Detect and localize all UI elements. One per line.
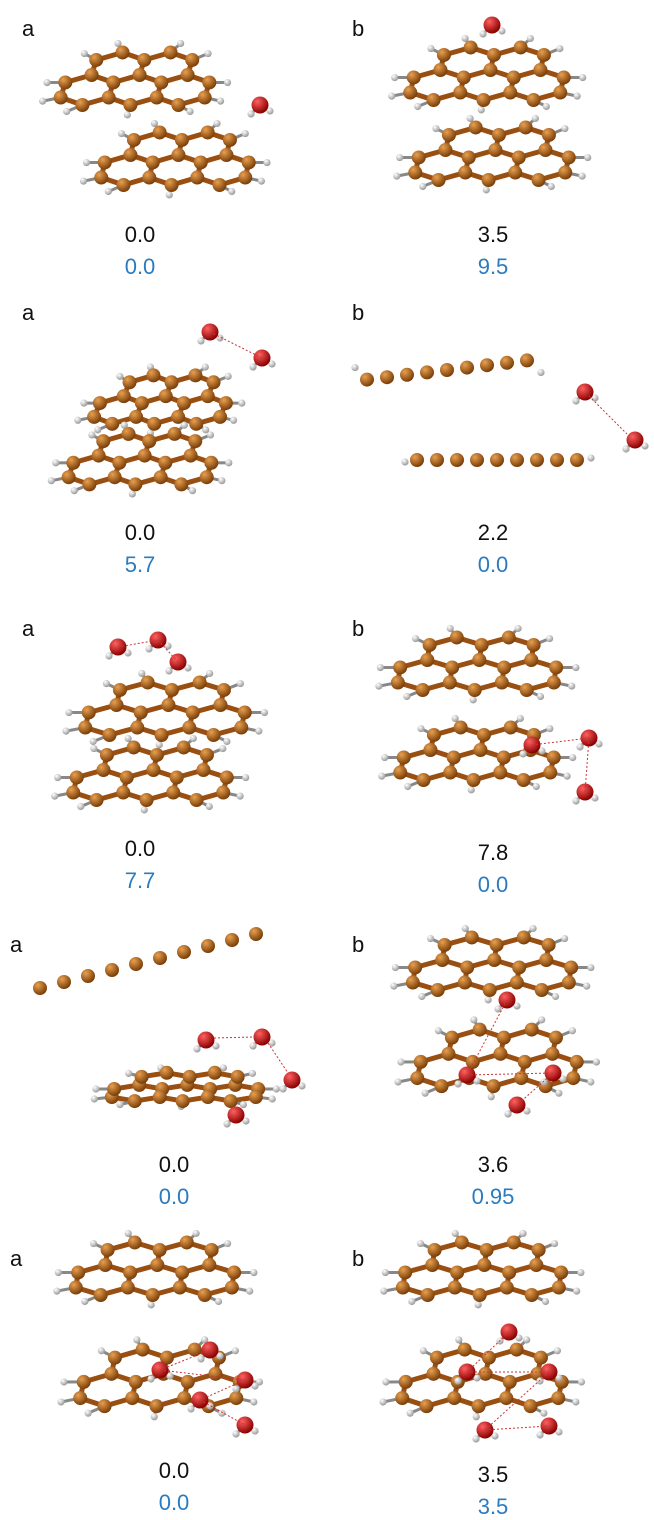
panel-label: b xyxy=(352,300,365,325)
energy-value-primary: 7.8 xyxy=(477,840,509,865)
panel-label: a xyxy=(10,1246,23,1271)
molecule-structure xyxy=(53,1229,264,1438)
molecule-structure xyxy=(51,631,269,814)
panel-label: a xyxy=(22,300,35,325)
molecule-structure xyxy=(379,1229,586,1443)
energy-value-primary: 0.0 xyxy=(124,222,156,247)
molecule-structure xyxy=(375,624,603,805)
molecule-structure xyxy=(390,924,601,1118)
panel-label: b xyxy=(352,1246,365,1271)
panel-label: b xyxy=(352,616,365,641)
energy-value-secondary: 7.7 xyxy=(124,868,156,893)
panel-label: b xyxy=(352,16,365,41)
energy-value-primary: 2.2 xyxy=(477,520,509,545)
energy-value-secondary: 0.0 xyxy=(477,552,509,577)
energy-value-secondary: 3.5 xyxy=(477,1494,509,1519)
energy-value-secondary: 5.7 xyxy=(124,552,156,577)
energy-value-secondary: 0.95 xyxy=(471,1184,515,1209)
energy-value-primary: 3.5 xyxy=(477,1462,509,1487)
energy-value-primary: 3.5 xyxy=(477,222,509,247)
molecule-structure xyxy=(38,39,274,199)
panel-label: a xyxy=(22,16,35,41)
panel-label: a xyxy=(10,932,23,957)
energy-value-secondary: 0.0 xyxy=(477,872,509,897)
molecule-structure xyxy=(388,16,592,194)
energy-value-primary: 3.6 xyxy=(477,1152,509,1177)
energy-value-secondary: 0.0 xyxy=(158,1490,190,1515)
energy-value-secondary: 0.0 xyxy=(124,254,156,279)
molecule-structure xyxy=(351,353,649,467)
energy-value-primary: 0.0 xyxy=(158,1458,190,1483)
energy-value-primary: 0.0 xyxy=(124,520,156,545)
molecule-structure xyxy=(33,927,306,1128)
energy-value-secondary: 0.0 xyxy=(158,1184,190,1209)
energy-value-primary: 0.0 xyxy=(124,836,156,861)
energy-value-secondary: 9.5 xyxy=(477,254,509,279)
energy-value-primary: 0.0 xyxy=(158,1152,190,1177)
molecule-structure xyxy=(47,323,276,498)
panel-label: a xyxy=(22,616,35,641)
panel-label: b xyxy=(352,932,365,957)
